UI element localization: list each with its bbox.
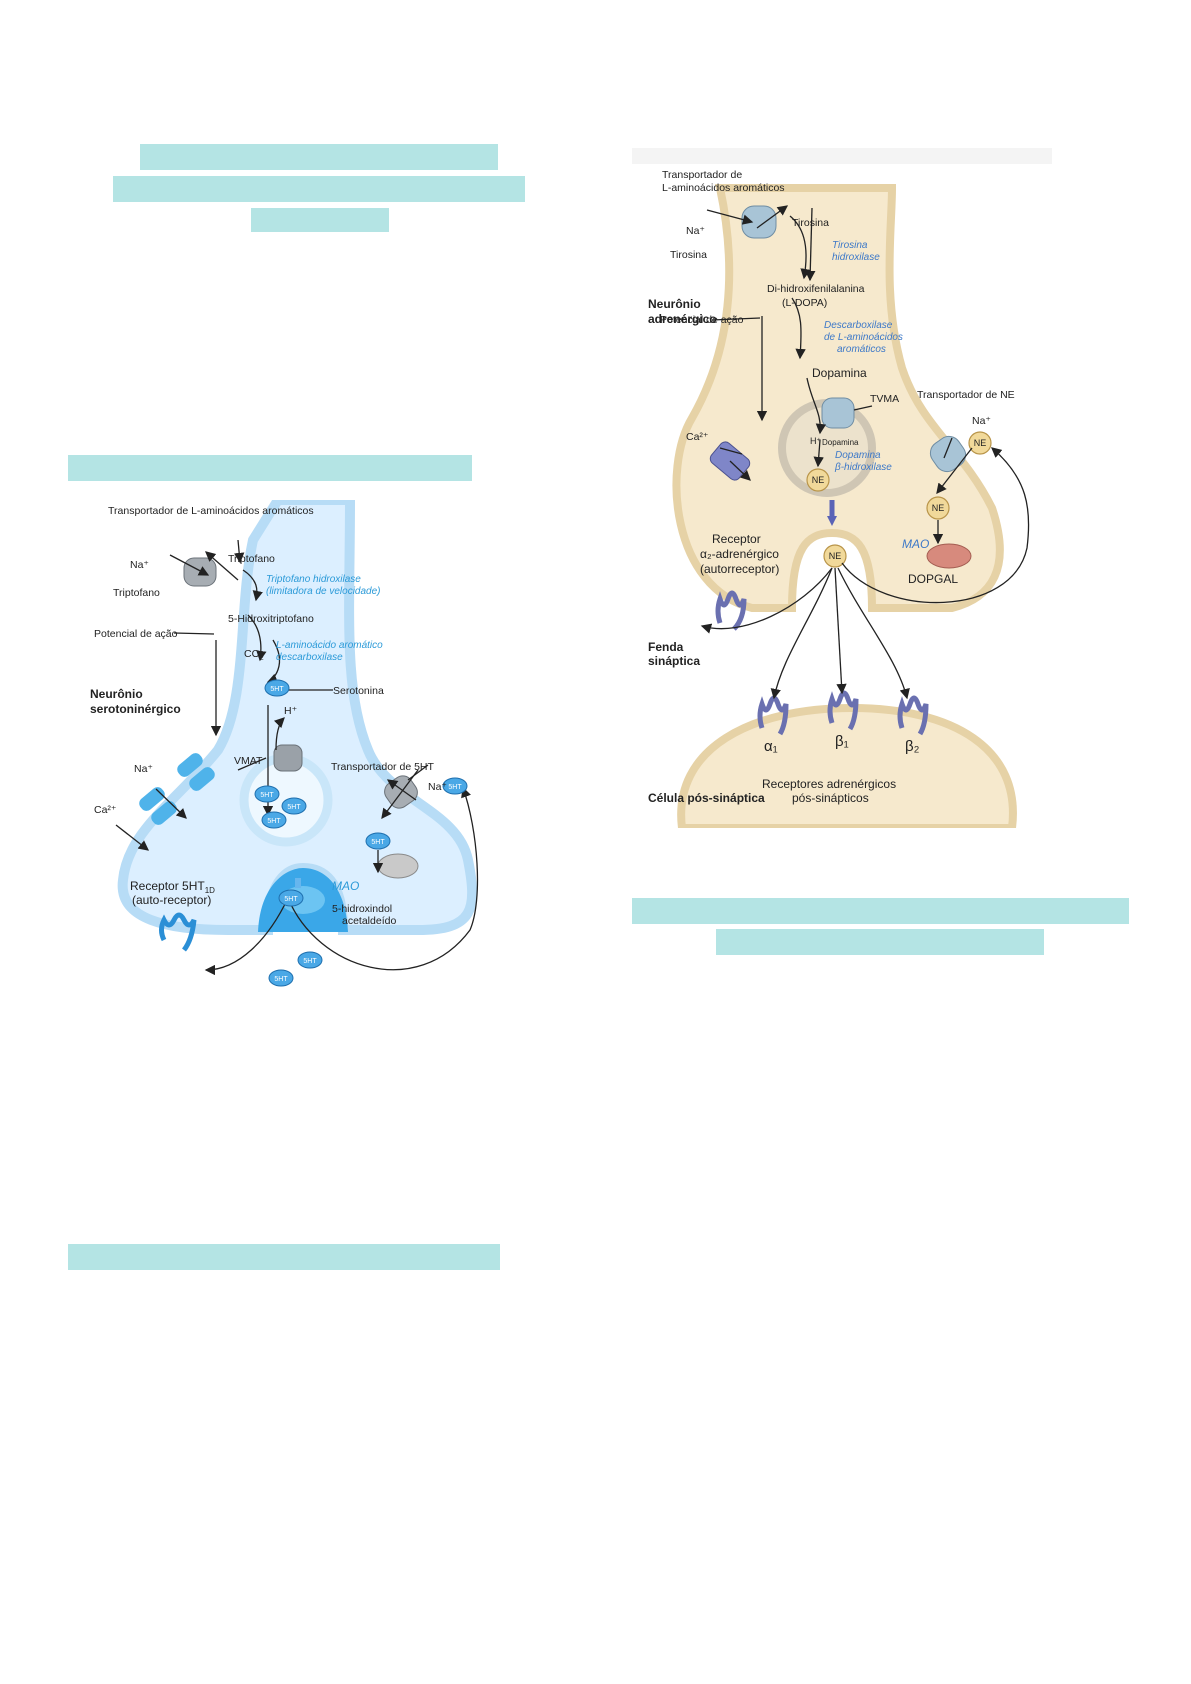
tvma-transporter [821,397,855,429]
hydroxytryptophan-label: 5-Hidroxitriptofano [228,613,314,625]
dopamine-small-label: Dopamina [822,438,859,447]
molecule-label: 5HT [267,818,281,825]
highlight-bar [251,208,389,232]
enzyme-label: hidroxilase [832,252,880,263]
molecule-label: 5HT [274,976,288,983]
receptor-label: (auto-receptor) [132,893,211,907]
5ht-transporter-label: Transportador de 5HT [331,761,434,773]
cleft-label: sináptica [648,654,700,668]
dopa-label: (L-DOPA) [782,297,827,309]
ne-molecule [806,431,992,568]
autoreceptor-icon [159,912,197,952]
vmat-transporter [273,744,303,772]
calcium-label: Ca²⁺ [94,804,117,816]
beta2-receptor-icon [897,695,929,736]
aa-transporter [741,205,777,239]
receptor-label: α₂-adrenérgico [700,547,779,561]
highlight-bar [716,929,1044,955]
mitochondrion [926,543,972,569]
neuron-title: Neurônio [90,687,143,701]
enzyme-label: β-hidroxilase [834,462,892,473]
molecule-label: 5HT [371,839,385,846]
sodium-label: Na⁺ [130,559,149,571]
aa-transporter-label: L-aminoácidos aromáticos [662,182,785,194]
5ht-molecule [254,679,468,987]
calcium-label: Ca²⁺ [686,431,709,443]
neuron-title: Neurônio [648,297,701,311]
molecule-label: 5HT [284,896,298,903]
molecule-label: 5HT [287,804,301,811]
hydrogen-label: H⁺ [810,436,821,446]
tryptophan-label: Triptofano [113,587,160,599]
post-receptors-label: pós-sinápticos [792,791,869,805]
enzyme-label: Triptofano hidroxilase [266,574,361,585]
highlight-bar [68,455,472,481]
receptor-label: (autorreceptor) [700,562,779,576]
sodium-label: Na⁺ [428,781,447,793]
aa-transporter-label: Transportador de [662,169,742,181]
metabolite-label: 5-hidroxindol [332,903,392,915]
sodium-label: Na⁺ [686,225,705,237]
mao-label: MAO [902,537,929,551]
action-potential-label: Potencial de ação [94,628,178,640]
ne-label: NE [829,551,842,561]
co2-label: CO2 [244,648,264,662]
beta2-label: β₂ [905,738,920,755]
enzyme-label: (limitadora de velocidade) [266,586,381,597]
adrenergic-neuron-diagram: NE NE NE NE Transportador de L-aminoácid… [632,148,1052,828]
ne-label: NE [932,503,945,513]
enzyme-label: L-aminoácido aromático [276,640,383,651]
neuron-title: adrenérgico [648,312,717,326]
ne-label: NE [812,475,825,485]
tryptophan-label: Triptofano [228,553,275,565]
molecule-label: 5HT [448,784,462,791]
action-potential-label: Potencial de ação [660,314,744,326]
enzyme-label: Dopamina [835,450,881,461]
sodium-label: Na⁺ [972,415,991,427]
receptor-label: Receptor 5HT1D [130,879,215,895]
molecule-label: 5HT [260,792,274,799]
sodium-label: Na⁺ [134,763,153,775]
highlight-bar [632,898,1129,924]
enzyme-label: Tirosina [832,240,868,251]
enzyme-label: descarboxilase [276,652,343,663]
molecule-label: 5HT [303,958,317,965]
tvma-label: TVMA [870,393,899,405]
beta1-label: β₁ [835,733,849,750]
post-receptors-label: Receptores adrenérgicos [762,777,896,791]
receptor-label: Receptor [712,532,761,546]
postsynaptic-cell-label: Célula pós-sináptica [648,791,765,805]
ne-label: NE [974,438,987,448]
highlight-bar [140,144,498,170]
calcium-channel [139,787,177,825]
aa-transporter-label: Transportador de L-aminoácidos aromático… [108,505,314,517]
metabolite-label: acetaldeído [342,915,396,927]
dopamine-label: Dopamina [812,366,867,380]
dopgal-label: DOPGAL [908,572,958,586]
mao-label: MAO [332,879,359,893]
hydrogen-label: H⁺ [284,705,298,717]
postsynaptic-cell [677,703,1017,828]
alpha1-label: α₁ [764,738,778,755]
aa-transporter [183,557,217,587]
enzyme-label: de L-aminoácidos [824,332,903,343]
alpha2-autoreceptor-icon [715,590,747,631]
enzyme-label: Descarboxilase [824,320,893,331]
dopa-label: Di-hidroxifenilalanina [767,283,865,295]
cleft-label: Fenda [648,640,684,654]
tyrosine-label: Tirosina [792,217,829,229]
molecule-label: 5HT [270,686,284,693]
serotonergic-neuron-diagram: 5HT 5HT 5HT 5HT 5HT 5HT 5HT 5HT 5HT Tran… [88,500,488,990]
neuron-title: serotoninérgico [90,702,181,716]
vmat-label: VMAT [234,755,263,767]
highlight-bar [113,176,525,202]
enzyme-label: aromáticos [837,344,886,355]
ne-transporter-label: Transportador de NE [917,389,1015,401]
mitochondrion [377,853,419,879]
serotonin-label: Serotonina [333,685,384,697]
sodium-channel [177,753,215,791]
highlight-bar [68,1244,500,1270]
tyrosine-label: Tirosina [670,249,707,261]
